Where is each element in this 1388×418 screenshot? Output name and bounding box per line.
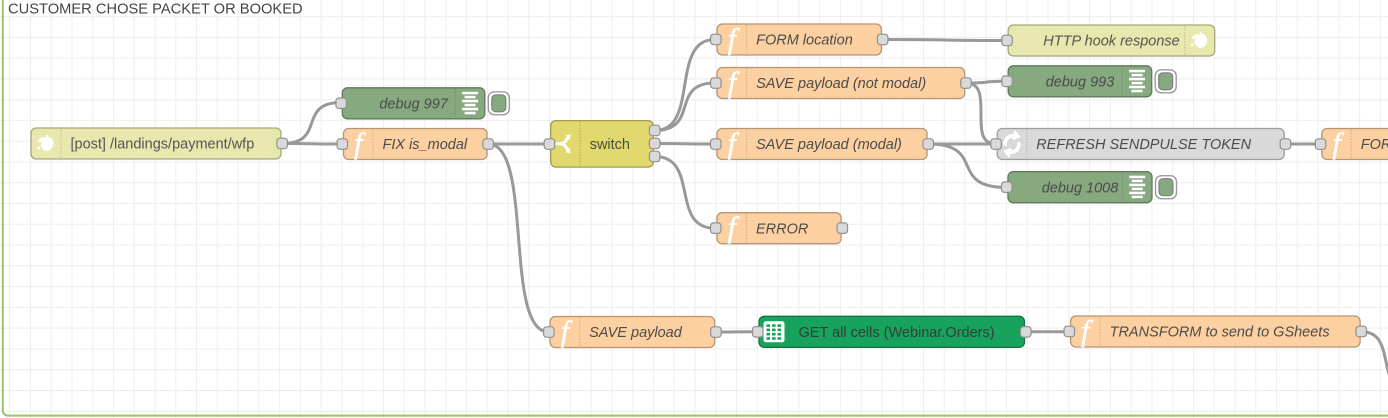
- svg-text:debug 997: debug 997: [379, 96, 448, 112]
- svg-text:FORM location: FORM location: [756, 33, 853, 49]
- svg-text:ERROR: ERROR: [756, 221, 809, 237]
- svg-text:GET all cells (Webinar.Orders): GET all cells (Webinar.Orders): [799, 325, 995, 341]
- svg-text:CUSTOMER CHOSE PACKET OR BOOKE: CUSTOMER CHOSE PACKET OR BOOKED: [8, 2, 303, 18]
- svg-text:[post] /landings/payment/wfp: [post] /landings/payment/wfp: [71, 137, 255, 153]
- svg-text:switch: switch: [590, 137, 630, 153]
- svg-text:FORM send: FORM send: [1361, 137, 1388, 153]
- svg-text:debug 993: debug 993: [1046, 74, 1115, 90]
- svg-text:FIX is_modal: FIX is_modal: [383, 137, 468, 153]
- svg-text:SAVE payload (modal): SAVE payload (modal): [756, 137, 902, 153]
- svg-text:SAVE payload: SAVE payload: [589, 325, 683, 341]
- svg-text:debug 1008: debug 1008: [1042, 180, 1119, 196]
- svg-text:SAVE payload (not modal): SAVE payload (not modal): [756, 76, 926, 92]
- svg-text:REFRESH SENDPULSE TOKEN: REFRESH SENDPULSE TOKEN: [1036, 137, 1251, 153]
- svg-text:TRANSFORM to send to GSheets: TRANSFORM to send to GSheets: [1110, 325, 1330, 341]
- svg-text:HTTP hook response: HTTP hook response: [1043, 34, 1179, 50]
